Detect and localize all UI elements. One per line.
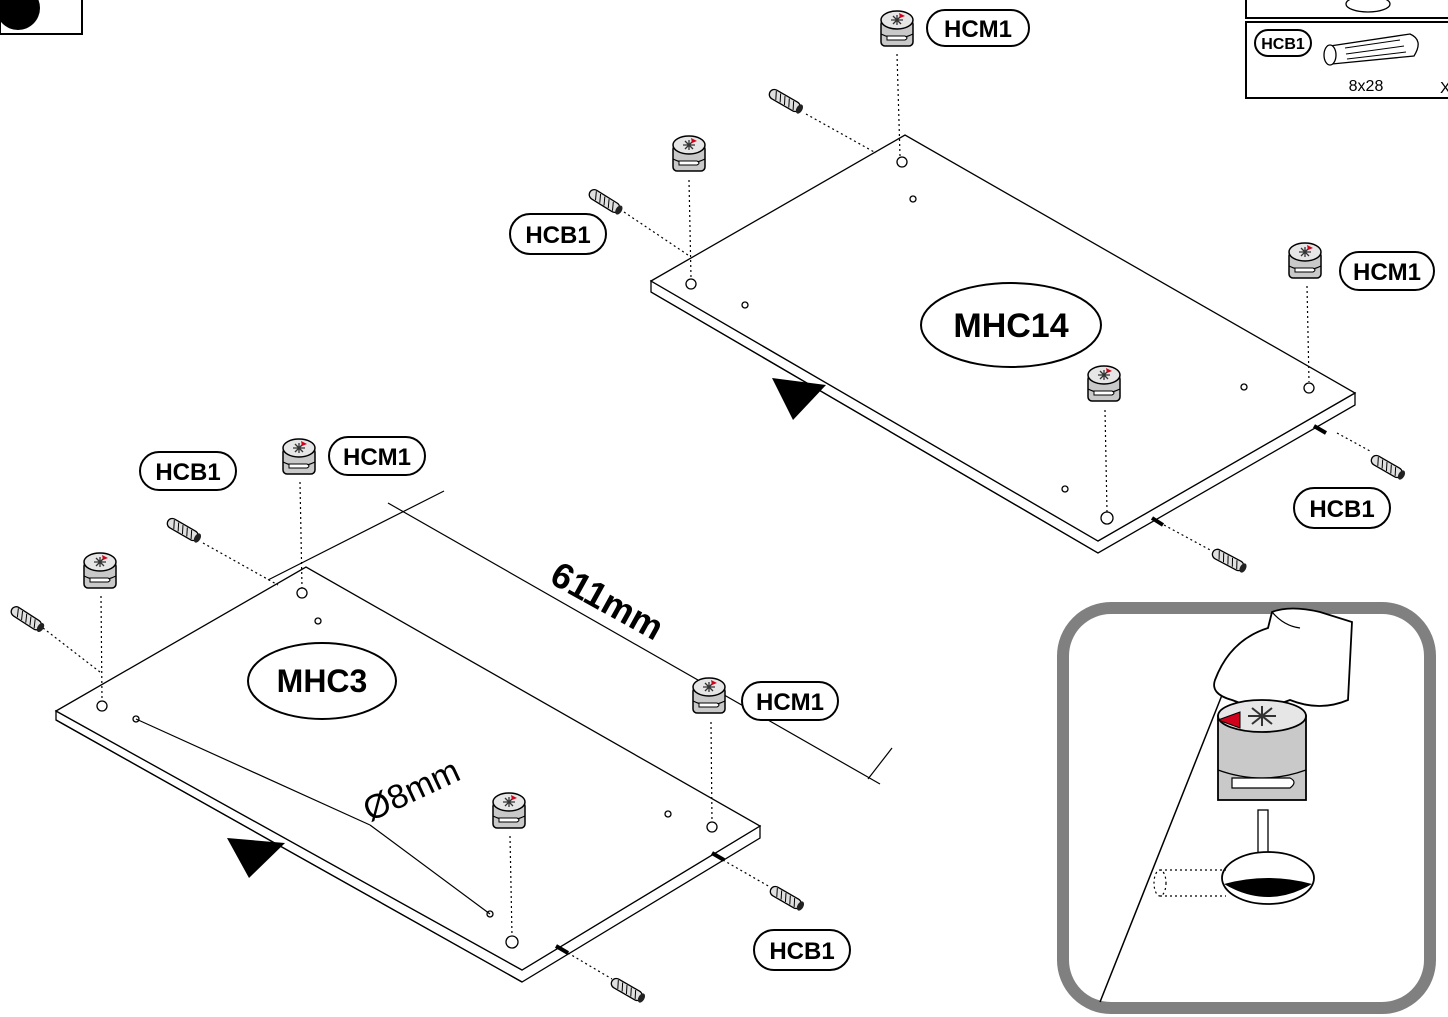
finger-press-icon xyxy=(1213,607,1353,707)
dowel-icon xyxy=(8,604,101,673)
cam-lock-icon xyxy=(1288,242,1322,383)
cam-lock-icon xyxy=(492,792,526,937)
cam-label: HCM1 xyxy=(1339,251,1435,291)
orientation-arrow-icon xyxy=(772,378,826,420)
dowel-icon xyxy=(1150,516,1249,575)
parts-box-code: HCB1 xyxy=(1261,36,1305,53)
cam-label-text: HCM1 xyxy=(756,689,824,716)
cam-label: HCM1 xyxy=(328,436,426,476)
dowel-icon xyxy=(554,944,648,1005)
dowel-label-text: HCB1 xyxy=(525,222,590,249)
cam-lock-icon xyxy=(672,135,706,279)
parts-box-tag xyxy=(1254,29,1312,57)
cam-lock-icon xyxy=(1087,365,1121,513)
dowel-label: HCB1 xyxy=(753,929,851,971)
cam-label-text: HCM1 xyxy=(343,444,411,471)
length-dimension-text: 611mm xyxy=(544,553,671,648)
panel-mhc3: MHC3 xyxy=(54,566,762,983)
detail-inset xyxy=(1057,602,1436,1014)
panel-mhc14: MHC14 xyxy=(649,134,1357,554)
cam-label: HCM1 xyxy=(741,681,839,721)
dowel-label-text: HCB1 xyxy=(155,459,220,486)
dowel-icon xyxy=(1323,33,1419,66)
cam-label-text: HCM1 xyxy=(1353,259,1421,286)
cam-label: HCM1 xyxy=(926,9,1030,47)
orientation-arrow-icon xyxy=(227,838,285,878)
cam-lock-icon xyxy=(880,10,914,157)
cam-lock-icon xyxy=(282,438,316,589)
dowel-label: HCB1 xyxy=(509,213,607,255)
cam-lock-icon xyxy=(1216,699,1307,801)
dowel-icon xyxy=(710,851,807,913)
panel-mhc14-tag xyxy=(920,282,1102,368)
parts-box-size: 8x28 xyxy=(1349,78,1384,95)
parts-box: HCB1 8x28 X xyxy=(1245,0,1448,99)
dowel-label-text: HCB1 xyxy=(769,938,834,965)
dowel-label: HCB1 xyxy=(1293,487,1391,529)
panel-mhc14-code: MHC14 xyxy=(953,307,1068,345)
step-number-badge xyxy=(0,0,83,35)
dowel-icon xyxy=(1312,424,1408,482)
panel-mhc3-tag xyxy=(247,642,397,720)
cam-lock-icon xyxy=(692,677,726,823)
cam-lock-icon xyxy=(83,552,117,701)
dowel-label-text: HCB1 xyxy=(1309,496,1374,523)
panel-mhc3-code: MHC3 xyxy=(277,663,368,699)
dowel-icon xyxy=(164,516,279,586)
parts-box-qty: X xyxy=(1440,80,1448,97)
dowel-label: HCB1 xyxy=(139,451,237,491)
dowel-icon xyxy=(766,87,877,154)
cam-label-text: HCM1 xyxy=(944,16,1012,43)
